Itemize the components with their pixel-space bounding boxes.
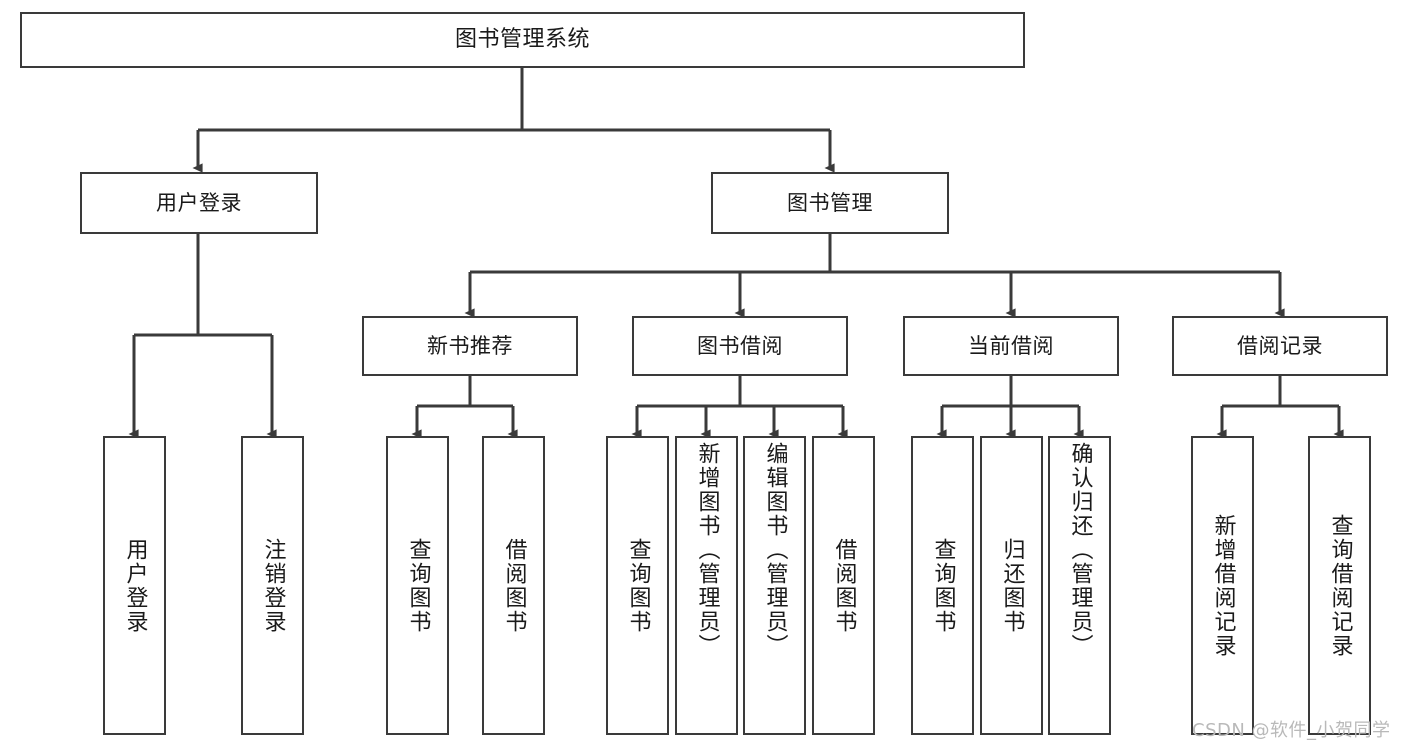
leaf-return-book[interactable]: 归还图书 — [980, 436, 1043, 735]
node-user-login-label: 用户登录 — [156, 190, 242, 215]
node-borrow-record-label: 借阅记录 — [1237, 333, 1323, 358]
leaf-edit-book[interactable]: 编辑图书（管理员） — [743, 436, 806, 735]
node-user-login[interactable]: 用户登录 — [80, 172, 318, 234]
leaf-user-login[interactable]: 用户登录 — [103, 436, 166, 735]
node-book-management[interactable]: 图书管理 — [711, 172, 949, 234]
leaf-user-logout-label: 注销登录 — [260, 537, 286, 634]
leaf-confirm-return[interactable]: 确认归还（管理员） — [1048, 436, 1111, 735]
node-new-book-recommend-label: 新书推荐 — [427, 333, 513, 358]
leaf-edit-book-label: 编辑图书（管理员） — [762, 442, 788, 658]
leaf-query-book-3-label: 查询图书 — [930, 537, 956, 634]
leaf-query-record-label: 查询借阅记录 — [1327, 513, 1353, 658]
leaf-user-login-label: 用户登录 — [122, 537, 148, 634]
leaf-return-book-label: 归还图书 — [999, 537, 1025, 634]
node-new-book-recommend[interactable]: 新书推荐 — [362, 316, 578, 376]
leaf-add-book-label: 新增图书（管理员） — [694, 442, 720, 658]
node-current-borrow[interactable]: 当前借阅 — [903, 316, 1119, 376]
leaf-query-book-1-label: 查询图书 — [405, 537, 431, 634]
node-root[interactable]: 图书管理系统 — [20, 12, 1025, 68]
leaf-query-book-2-label: 查询图书 — [625, 537, 651, 634]
leaf-query-book-3[interactable]: 查询图书 — [911, 436, 974, 735]
node-borrow-record[interactable]: 借阅记录 — [1172, 316, 1388, 376]
leaf-query-book-2[interactable]: 查询图书 — [606, 436, 669, 735]
leaf-add-record-label: 新增借阅记录 — [1210, 513, 1236, 658]
csdn-watermark: CSDN @软件_小贺同学 — [1192, 720, 1391, 741]
leaf-add-record[interactable]: 新增借阅记录 — [1191, 436, 1254, 735]
node-root-label: 图书管理系统 — [454, 27, 590, 53]
leaf-add-book[interactable]: 新增图书（管理员） — [675, 436, 738, 735]
node-current-borrow-label: 当前借阅 — [968, 333, 1054, 358]
leaf-confirm-return-label: 确认归还（管理员） — [1067, 442, 1093, 658]
leaf-borrow-book-1-label: 借阅图书 — [501, 537, 527, 634]
node-book-borrow[interactable]: 图书借阅 — [632, 316, 848, 376]
leaf-query-record[interactable]: 查询借阅记录 — [1308, 436, 1371, 735]
leaf-borrow-book-1[interactable]: 借阅图书 — [482, 436, 545, 735]
leaf-query-book-1[interactable]: 查询图书 — [386, 436, 449, 735]
leaf-borrow-book-2[interactable]: 借阅图书 — [812, 436, 875, 735]
leaf-borrow-book-2-label: 借阅图书 — [831, 537, 857, 634]
node-book-management-label: 图书管理 — [787, 190, 873, 215]
node-book-borrow-label: 图书借阅 — [697, 333, 783, 358]
leaf-user-logout[interactable]: 注销登录 — [241, 436, 304, 735]
